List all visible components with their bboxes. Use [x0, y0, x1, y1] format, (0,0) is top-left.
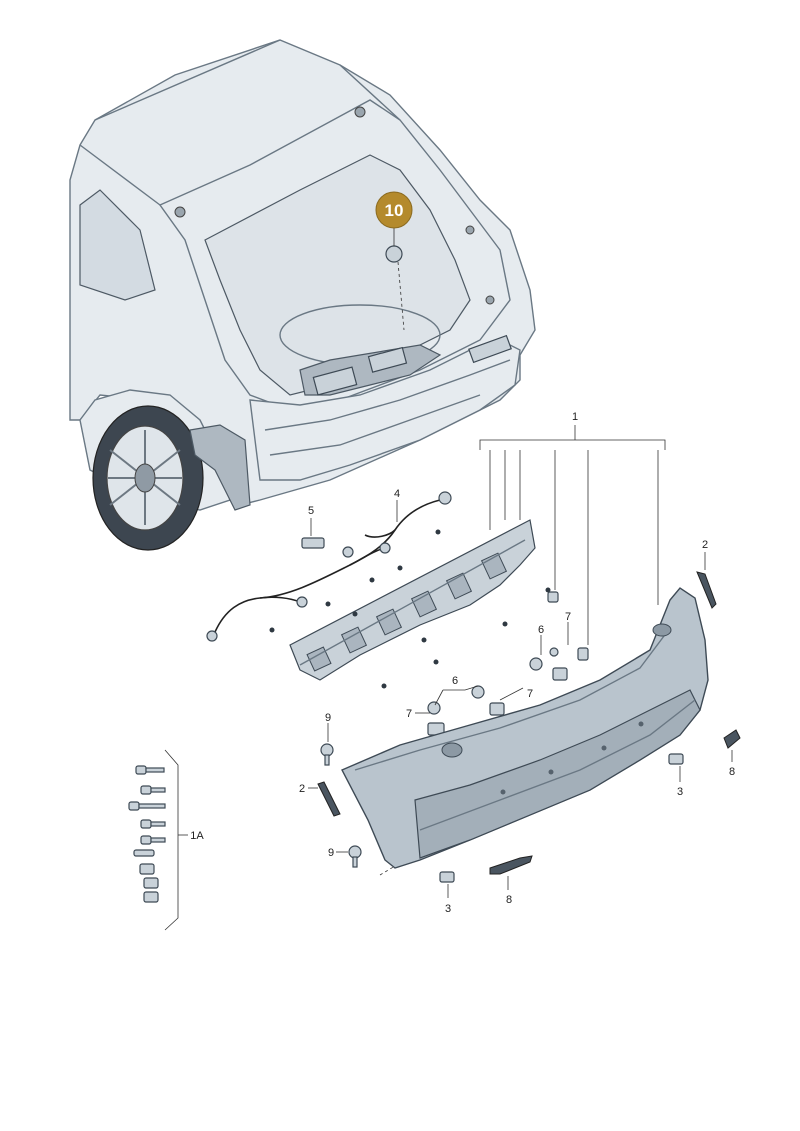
callout-1-label: 1 [572, 411, 578, 423]
callout-10-label: 10 [385, 201, 404, 220]
callout-6a-label: 6 [538, 624, 544, 636]
small-fasteners [269, 529, 551, 689]
callout-9a-label: 9 [325, 712, 331, 724]
callout-7c-label: 7 [406, 708, 412, 720]
callout-10-badge: 10 [375, 191, 413, 229]
callout-6b-label: 6 [452, 675, 458, 687]
part-4-wiring-harness [206, 491, 452, 642]
part-9-screw-lower [348, 845, 362, 868]
callout-1-bracket [479, 425, 666, 645]
callout-4-label: 4 [394, 488, 400, 500]
callout-3a-label: 3 [677, 786, 683, 798]
callout-8b-label: 8 [506, 894, 512, 906]
callout-9b-label: 9 [328, 847, 334, 859]
car-rear-body [69, 39, 536, 551]
part-6-7-sensor-cluster-right [529, 591, 589, 681]
callout-2a-label: 2 [702, 539, 708, 551]
callout-3b-label: 3 [445, 903, 451, 915]
part-2-reflector-left [317, 781, 341, 817]
part-5-clip [301, 537, 325, 549]
part-6-7-sensor-cluster-middle [427, 685, 505, 736]
callout-7a-label: 7 [565, 611, 571, 623]
part-8-trim-strip [489, 855, 533, 875]
callout-8a-label: 8 [729, 766, 735, 778]
bumper-impact-absorber [289, 519, 536, 681]
callout-2b-label: 2 [299, 783, 305, 795]
part-3-clip-left [439, 871, 455, 883]
part-2-reflector-right [696, 571, 717, 609]
callout-1a-label: 1A [190, 830, 204, 842]
rear-bumper-cover [341, 587, 709, 876]
callout-5-label: 5 [308, 505, 314, 517]
callout-7b-label: 7 [527, 688, 533, 700]
part-1a-fastener-set [128, 749, 188, 931]
part-3-clip-right [668, 753, 684, 765]
part-10-clip [385, 228, 405, 331]
part-8-tow-cover-right [723, 729, 741, 749]
part-9-screw-upper [320, 743, 334, 766]
